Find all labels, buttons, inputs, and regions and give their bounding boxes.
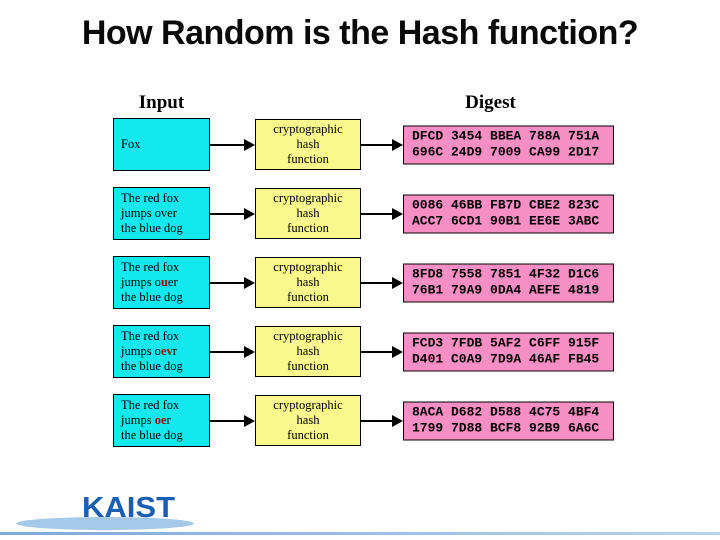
arrow-right-icon <box>210 345 255 358</box>
digest-line: 8FD8 7558 7851 4F32 D1C6 <box>412 266 600 282</box>
arrow-right-icon <box>210 138 255 151</box>
hash-box-line: hash <box>296 413 320 427</box>
digest-box: DFCD 3454 BBEA 788A 751A 696C 24D9 7009 … <box>403 125 614 164</box>
hash-row: The red fox jumps oer the blue dog crypt… <box>113 394 614 447</box>
digest-line: 76B1 79A9 0DA4 AEFE 4819 <box>412 282 600 298</box>
arrow-right-icon <box>210 207 255 220</box>
kaist-logo-swoosh <box>16 517 194 530</box>
digest-line: 696C 24D9 7009 CA99 2D17 <box>412 144 600 160</box>
digest-line: ACC7 6CD1 90B1 EE6E 3ABC <box>412 213 600 229</box>
arrow-right-icon <box>210 276 255 289</box>
digest-line: 0086 46BB FB7D CBE2 823C <box>412 197 600 213</box>
kaist-logo: KAIST <box>82 491 175 524</box>
hash-box-line: cryptographic <box>273 398 343 412</box>
input-text-line: jumps over <box>121 206 177 220</box>
hash-function-box: cryptographic hash function <box>255 326 361 377</box>
hash-row: Fox cryptographic hash function DFCD 345… <box>113 118 614 171</box>
hash-box-line: cryptographic <box>273 329 343 343</box>
input-box: The red fox jumps oevr the blue dog <box>113 325 210 378</box>
input-text-line: The red fox <box>121 191 180 205</box>
hash-box-line: function <box>287 152 329 166</box>
changed-letter: ev <box>160 344 173 358</box>
hash-row: The red fox jumps over the blue dog cryp… <box>113 187 614 240</box>
arrow-right-icon <box>361 345 403 358</box>
hash-box-line: hash <box>296 275 320 289</box>
input-text-line: The red fox <box>121 398 180 412</box>
input-box: The red fox jumps over the blue dog <box>113 187 210 240</box>
input-text-line: the blue dog <box>121 290 183 304</box>
hash-function-box: cryptographic hash function <box>255 188 361 239</box>
input-text-line: the blue dog <box>121 359 183 373</box>
digest-box: 8ACA D682 D588 4C75 4BF4 1799 7D88 BCF8 … <box>403 401 614 440</box>
digest-line: DFCD 3454 BBEA 788A 751A <box>412 128 600 144</box>
input-text-line: the blue dog <box>121 428 183 442</box>
arrow-right-icon <box>361 138 403 151</box>
changed-letter: u <box>160 275 168 289</box>
slide-title: How Random is the Hash function? <box>81 14 639 52</box>
input-text-line: jumps oevr <box>121 344 177 358</box>
hash-box-line: hash <box>296 137 320 151</box>
digest-line: FCD3 7FDB 5AF2 C6FF 915F <box>412 335 600 351</box>
hash-box-line: cryptographic <box>273 191 343 205</box>
arrow-right-icon <box>361 414 403 427</box>
digest-line: 8ACA D682 D588 4C75 4BF4 <box>412 404 600 420</box>
arrow-right-icon <box>210 414 255 427</box>
arrow-right-icon <box>361 207 403 220</box>
hash-box-line: hash <box>296 206 320 220</box>
input-text-line: the blue dog <box>121 221 183 235</box>
input-text-line: The red fox <box>121 260 180 274</box>
digest-line: 1799 7D88 BCF8 92B9 6A6C <box>412 420 600 436</box>
digest-column-header: Digest <box>465 92 516 113</box>
hash-box-line: cryptographic <box>273 122 343 136</box>
hash-box-line: function <box>287 428 329 442</box>
hash-function-box: cryptographic hash function <box>255 395 361 446</box>
input-text-line: The red fox <box>121 329 180 343</box>
arrow-right-icon <box>361 276 403 289</box>
hash-function-box: cryptographic hash function <box>255 257 361 308</box>
input-box: Fox <box>113 118 210 171</box>
digest-box: 0086 46BB FB7D CBE2 823C ACC7 6CD1 90B1 … <box>403 194 614 233</box>
input-text-line: jumps oer <box>121 413 171 427</box>
changed-letter: oe <box>154 413 167 427</box>
digest-line: D401 C0A9 7D9A 46AF FB45 <box>412 351 600 367</box>
hash-row: The red fox jumps oevr the blue dog cryp… <box>113 325 614 378</box>
hash-row: The red fox jumps ouer the blue dog cryp… <box>113 256 614 309</box>
digest-box: FCD3 7FDB 5AF2 C6FF 915F D401 C0A9 7D9A … <box>403 332 614 371</box>
slide-footer-rule <box>0 532 720 535</box>
hash-box-line: function <box>287 221 329 235</box>
hash-box-line: cryptographic <box>273 260 343 274</box>
input-box: The red fox jumps ouer the blue dog <box>113 256 210 309</box>
input-text-line: Fox <box>121 137 141 151</box>
hash-box-line: function <box>287 359 329 373</box>
input-column-header: Input <box>138 92 185 113</box>
hash-box-line: hash <box>296 344 320 358</box>
hash-box-line: function <box>287 290 329 304</box>
hash-function-box: cryptographic hash function <box>255 119 361 170</box>
input-box: The red fox jumps oer the blue dog <box>113 394 210 447</box>
input-text-line: jumps ouer <box>121 275 178 289</box>
digest-box: 8FD8 7558 7851 4F32 D1C6 76B1 79A9 0DA4 … <box>403 263 614 302</box>
